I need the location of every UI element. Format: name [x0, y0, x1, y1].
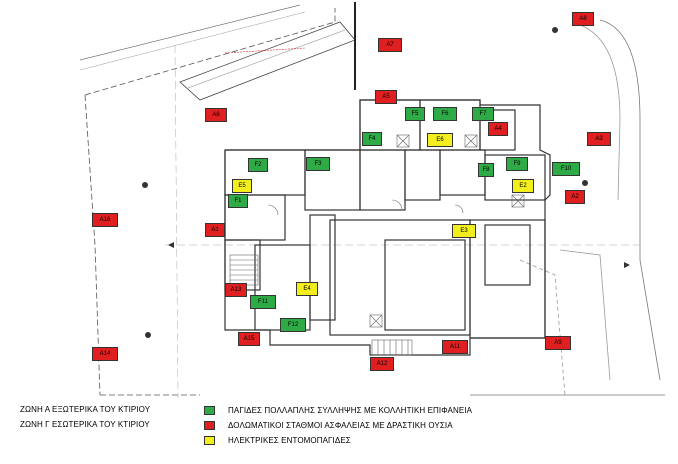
marker-e3: E3: [452, 224, 476, 238]
marker-a8: A8: [572, 12, 594, 26]
marker-a14: A14: [92, 347, 118, 361]
marker-a6: A6: [205, 108, 227, 122]
marker-f8: F8: [478, 163, 494, 177]
marker-e4: E4: [296, 282, 318, 296]
marker-f7: F7: [472, 107, 494, 121]
marker-f4: F4: [362, 132, 382, 146]
legend-zone-a: ΖΩΝΗ Α ΕΞΩΤΕΡΙΚΑ ΤΟΥ ΚΤΙΡΙΟΥ: [20, 405, 151, 414]
marker-a13: A13: [225, 283, 247, 297]
legend-yellow-swatch: [204, 436, 215, 445]
marker-e6: E6: [427, 133, 453, 147]
marker-f9: F9: [506, 157, 528, 171]
marker-f3: F3: [306, 157, 330, 171]
marker-f6: F6: [433, 107, 457, 121]
marker-f10: F10: [552, 162, 580, 176]
marker-a12: A12: [370, 357, 394, 371]
marker-a7: A7: [378, 38, 402, 52]
marker-a9: A9: [545, 336, 571, 350]
marker-a5: A5: [375, 90, 397, 104]
marker-f2: F2: [248, 158, 268, 172]
legend-red-swatch: [204, 421, 215, 430]
marker-a16: A16: [92, 213, 118, 227]
marker-f5: F5: [405, 107, 425, 121]
marker-f12: F12: [280, 318, 306, 332]
legend-red-label: ΔΟΛΩΜΑΤΙΚΟΙ ΣΤΑΘΜΟΙ ΑΣΦΑΛΕΙΑΣ ΜΕ ΔΡΑΣΤΙΚ…: [228, 421, 453, 430]
marker-a3: A3: [587, 132, 611, 146]
floor-plan: [79, 2, 665, 399]
marker-e5: E5: [232, 179, 252, 193]
marker-f11: F11: [250, 295, 276, 309]
marker-f1: F1: [228, 194, 248, 208]
marker-a4: A4: [488, 122, 508, 136]
legend-yellow-label: ΗΛΕΚΤΡΙΚΕΣ ΕΝΤΟΜΟΠΑΓΙΔΕΣ: [228, 436, 351, 445]
legend-green-swatch: [204, 406, 215, 415]
marker-a1: A1: [205, 223, 225, 237]
marker-a15: A15: [238, 332, 260, 346]
legend-zone-g: ΖΩΝΗ Γ ΕΣΩΤΕΡΙΚΑ ΤΟΥ ΚΤΙΡΙΟΥ: [20, 420, 150, 429]
marker-e2: E2: [512, 179, 534, 193]
marker-a2: A2: [565, 190, 585, 204]
legend-green-label: ΠΑΓΙΔΕΣ ΠΟΛΛΑΠΛΗΣ ΣΥΛΛΗΨΗΣ ΜΕ ΚΟΛΛΗΤΙΚΗ …: [228, 406, 473, 415]
marker-a11: A11: [442, 340, 468, 354]
